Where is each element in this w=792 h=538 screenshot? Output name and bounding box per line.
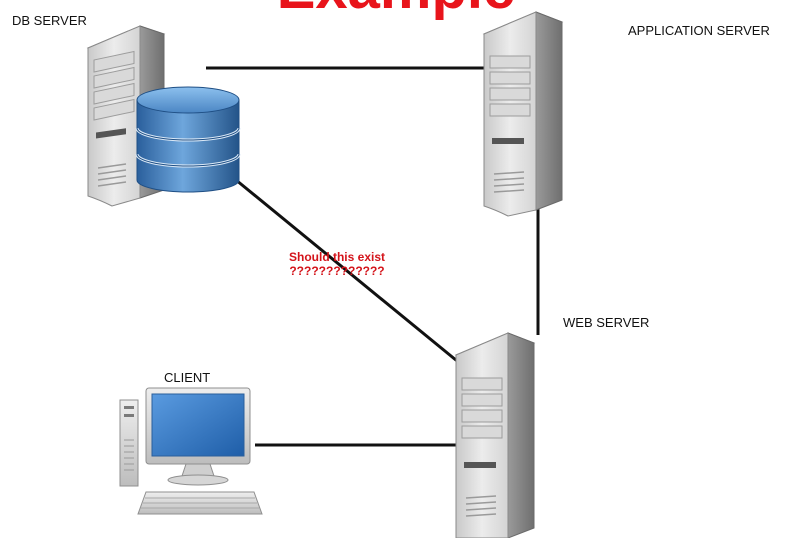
application-server-label: APPLICATION SERVER — [628, 23, 770, 38]
database-cylinder-icon — [135, 86, 241, 193]
link-db-to-web-questioned — [235, 178, 463, 367]
db-server-label: DB SERVER — [12, 13, 87, 28]
question-line-2: ????????????? — [289, 264, 385, 278]
question-annotation: Should this exist ????????????? — [266, 250, 408, 278]
web-server-label: WEB SERVER — [563, 315, 650, 330]
connection-lines — [206, 66, 540, 447]
client-desktop-computer-icon — [119, 387, 263, 515]
diagram-title: Example — [200, 0, 592, 18]
web-server-tower-icon — [454, 332, 536, 538]
client-label: CLIENT — [164, 370, 211, 385]
application-server-tower-icon — [482, 11, 564, 217]
question-line-1: Should this exist — [288, 250, 385, 264]
